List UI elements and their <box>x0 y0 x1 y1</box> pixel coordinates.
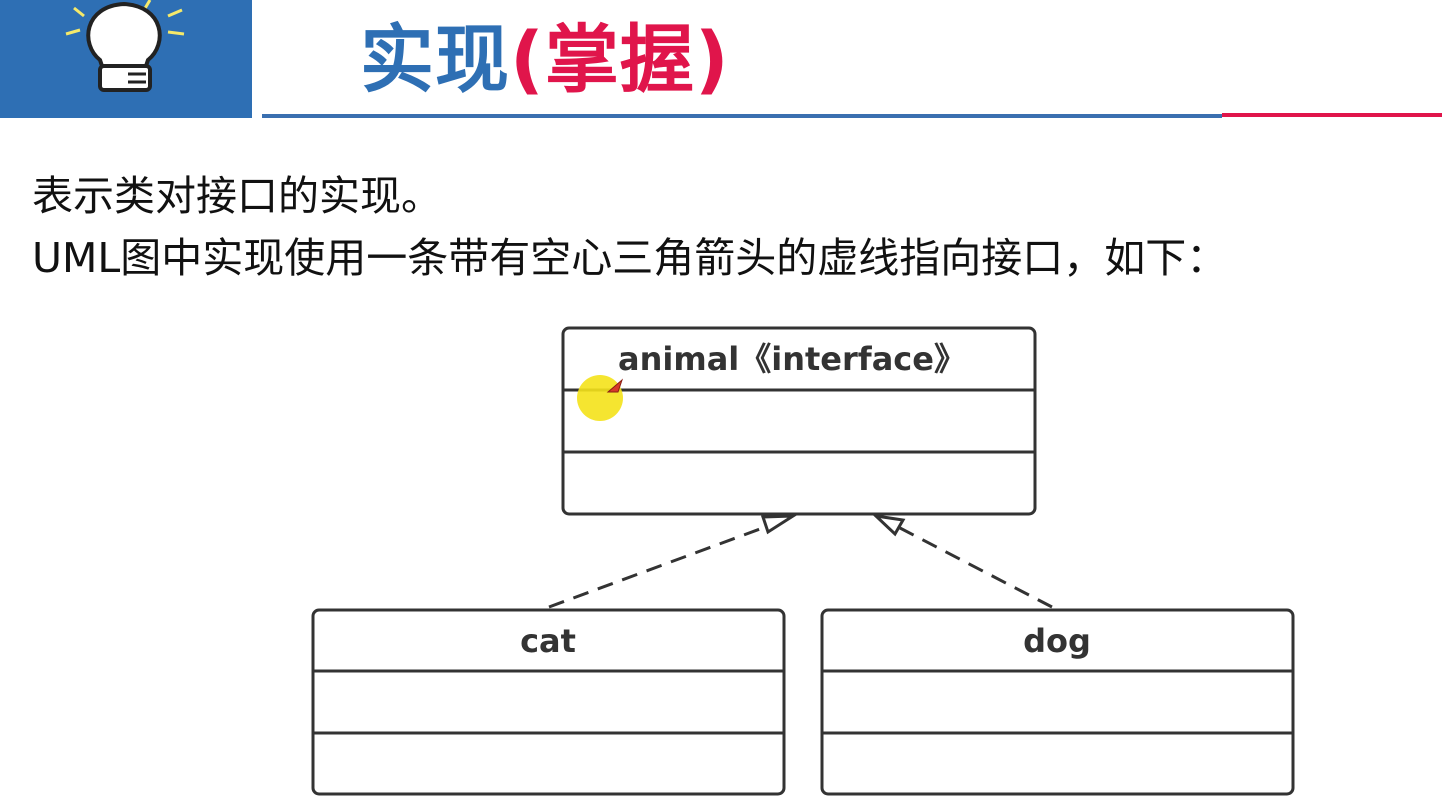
pen-cursor-icon <box>606 378 624 393</box>
title-main: 实现 <box>360 17 510 103</box>
page-title: 实现(掌握) <box>360 14 730 106</box>
description-line-2: UML图中实现使用一条带有空心三角箭头的虚线指向接口，如下： <box>32 234 1228 282</box>
hollow-triangle-arrowhead <box>760 514 799 535</box>
lightbulb-icon <box>65 0 185 92</box>
description-line-1: 表示类对接口的实现。 <box>32 172 442 220</box>
class-name-cat: cat <box>520 622 576 660</box>
header-rule-red <box>1222 113 1442 117</box>
pointer-highlight <box>577 375 624 421</box>
interface-name: animal《interface》 <box>618 340 966 378</box>
class-box-dog: dog <box>820 608 1295 796</box>
logo-block <box>0 0 252 118</box>
realization-arrow-dog <box>871 513 1053 609</box>
class-name-dog: dog <box>1023 622 1091 660</box>
header-rule-blue <box>262 114 1222 118</box>
class-box-cat: cat <box>311 608 786 796</box>
realization-arrow-cat <box>548 514 799 609</box>
interface-box-animal: animal《interface》 <box>561 326 1037 516</box>
hollow-triangle-arrowhead <box>871 513 906 537</box>
title-paren: (掌握) <box>510 17 730 103</box>
